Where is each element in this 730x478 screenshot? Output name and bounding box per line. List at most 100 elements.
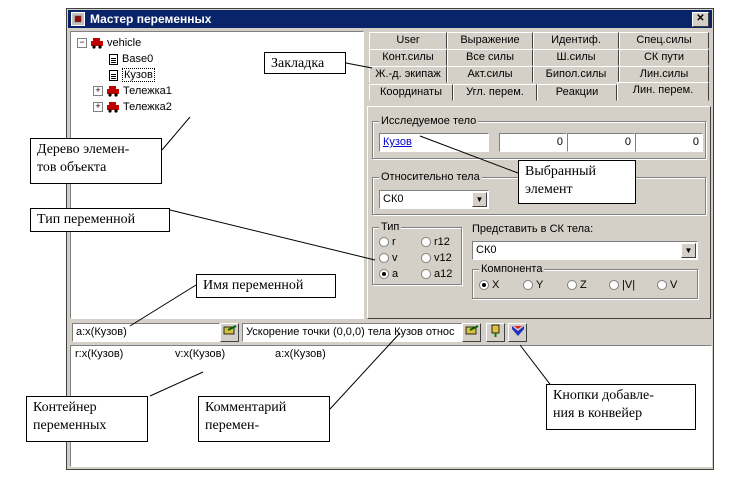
edit-name-button[interactable] (220, 323, 239, 342)
add-to-pipeline-button[interactable] (486, 323, 505, 342)
callout-tree: Дерево элемен- тов объекта (30, 138, 162, 184)
tab-expression[interactable]: Выражение (447, 32, 533, 49)
tab-joint-forces[interactable]: Ш.силы (533, 49, 619, 66)
combo-value: СК0 (476, 244, 497, 256)
relative-body-combo[interactable]: СК0 ▼ (379, 190, 489, 209)
radio-icon (567, 280, 577, 291)
coord-y-field[interactable]: 0 (567, 133, 635, 152)
radio-icon (421, 253, 431, 264)
callout-variables-container: Контейнер переменных (26, 396, 148, 442)
add-all-to-pipeline-button[interactable] (508, 323, 527, 342)
group-label: Тип (379, 220, 402, 234)
coord-z-field[interactable]: 0 (635, 133, 703, 152)
relative-body-group: Относительно тела СК0 ▼ (372, 170, 706, 215)
tab-all-forces[interactable]: Все силы (447, 49, 533, 66)
edit-icon (223, 325, 236, 335)
coord-x-field[interactable]: 0 (499, 133, 567, 152)
tab-linear-var[interactable]: Лин. перем. (617, 82, 709, 101)
collapse-icon[interactable]: − (77, 38, 87, 49)
type-radio-v12[interactable]: v12 (421, 252, 452, 265)
radio-icon (421, 237, 431, 248)
tree-node-vehicle[interactable]: − vehicle (77, 36, 141, 50)
container-item[interactable]: r:x(Кузов) (75, 348, 124, 360)
tab-angular-var[interactable]: Угл. перем. (453, 84, 537, 101)
investigated-body-field[interactable]: Кузов (379, 133, 489, 152)
tab-coordinates[interactable]: Координаты (369, 84, 453, 101)
radio-icon (609, 280, 619, 291)
type-radio-a[interactable]: a (379, 268, 398, 281)
tab-contact-forces[interactable]: Конт.силы (369, 49, 447, 66)
variable-name-field[interactable]: a:x(Кузов) (72, 323, 220, 342)
radio-icon (421, 269, 431, 280)
group-label: Компонента (479, 262, 545, 276)
body-link[interactable]: Кузов (383, 136, 412, 148)
title-bar[interactable]: ▦ Мастер переменных ✕ (68, 10, 712, 28)
edit-icon (465, 325, 478, 335)
type-radio-r12[interactable]: r12 (421, 236, 450, 249)
callout-tab: Закладка (264, 52, 346, 74)
bogie-icon (107, 86, 119, 97)
chevron-down-double-icon (511, 326, 524, 336)
tree-node-body[interactable]: Кузов (109, 68, 155, 82)
tab-identifier[interactable]: Идентиф. (533, 32, 619, 49)
document-icon (109, 53, 118, 65)
document-icon (109, 69, 118, 81)
radio-icon (523, 280, 533, 291)
tree-node-label: Тележка1 (123, 85, 172, 97)
app-icon: ▦ (71, 12, 85, 26)
radio-icon (379, 237, 389, 248)
tab-active-forces[interactable]: Акт.силы (447, 66, 533, 83)
expand-icon[interactable]: + (93, 86, 103, 97)
component-radio-abs[interactable]: |V| (609, 279, 635, 292)
callout-pipeline-buttons: Кнопки добавле- ния в конвейер (546, 384, 696, 430)
callout-variable-name: Имя переменной (196, 274, 336, 298)
combo-value: СК0 (383, 193, 404, 205)
tab-rail-vehicle[interactable]: Ж.-д. экипаж (369, 66, 447, 83)
container-item[interactable]: v:x(Кузов) (175, 348, 226, 360)
variable-toolbar: a:x(Кузов) Ускорение точки (0,0,0) тела … (70, 322, 712, 344)
tree-node-bogie2[interactable]: + Тележка2 (93, 100, 172, 114)
chevron-down-icon[interactable]: ▼ (681, 243, 696, 258)
component-radio-x[interactable]: X (479, 279, 499, 292)
tab-track-cs[interactable]: СК пути (619, 49, 709, 66)
type-radio-r[interactable]: r (379, 236, 396, 249)
radio-selected-icon (379, 269, 389, 280)
radio-icon (379, 253, 389, 264)
tree-node-label: Кузов (122, 68, 155, 82)
type-group: Тип r r12 v v12 a a12 (372, 220, 462, 285)
tab-bipolar-forces[interactable]: Бипол.силы (533, 66, 619, 83)
represent-label: Представить в СК тела: (472, 223, 594, 235)
component-radio-y[interactable]: Y (523, 279, 543, 292)
tab-user[interactable]: User (369, 32, 447, 49)
radio-icon (657, 280, 667, 291)
close-button[interactable]: ✕ (692, 12, 709, 27)
bogie-icon (107, 102, 119, 113)
tree-node-label: Base0 (122, 53, 154, 65)
type-radio-v[interactable]: v (379, 252, 398, 265)
type-radio-a12[interactable]: a12 (421, 268, 452, 281)
tab-linear-forces[interactable]: Лин.силы (619, 66, 709, 83)
variable-comment-field[interactable]: Ускорение точки (0,0,0) тела Кузов относ (242, 323, 462, 342)
container-item[interactable]: a:x(Кузов) (275, 348, 326, 360)
expand-icon[interactable]: + (93, 102, 103, 113)
window-title: Мастер переменных (90, 12, 212, 26)
component-radio-v[interactable]: V (657, 279, 677, 292)
tree-node-label: Тележка2 (123, 101, 172, 113)
callout-selected-element: Выбранный элемент (518, 160, 636, 204)
tab-panel-linear-var: Исследуемое тело Кузов 0 0 0 Относительн… (367, 106, 711, 319)
pipeline-add-icon (491, 324, 499, 337)
callout-variable-type: Тип переменной (30, 208, 170, 232)
edit-comment-button[interactable] (462, 323, 481, 342)
tab-reactions[interactable]: Реакции (537, 84, 617, 101)
tree-node-base0[interactable]: Base0 (109, 52, 153, 66)
tree-node-bogie1[interactable]: + Тележка1 (93, 84, 172, 98)
callout-variable-comment: Комментарий перемен- (198, 396, 330, 442)
radio-selected-icon (479, 280, 489, 291)
chevron-down-icon[interactable]: ▼ (472, 192, 487, 207)
represent-cs-combo[interactable]: СК0 ▼ (472, 241, 698, 260)
tree-node-label: vehicle (107, 37, 142, 49)
tab-special-forces[interactable]: Спец.силы (619, 32, 709, 49)
group-label: Исследуемое тело (379, 114, 479, 128)
component-radio-z[interactable]: Z (567, 279, 587, 292)
investigated-body-group: Исследуемое тело Кузов 0 0 0 (372, 114, 706, 159)
